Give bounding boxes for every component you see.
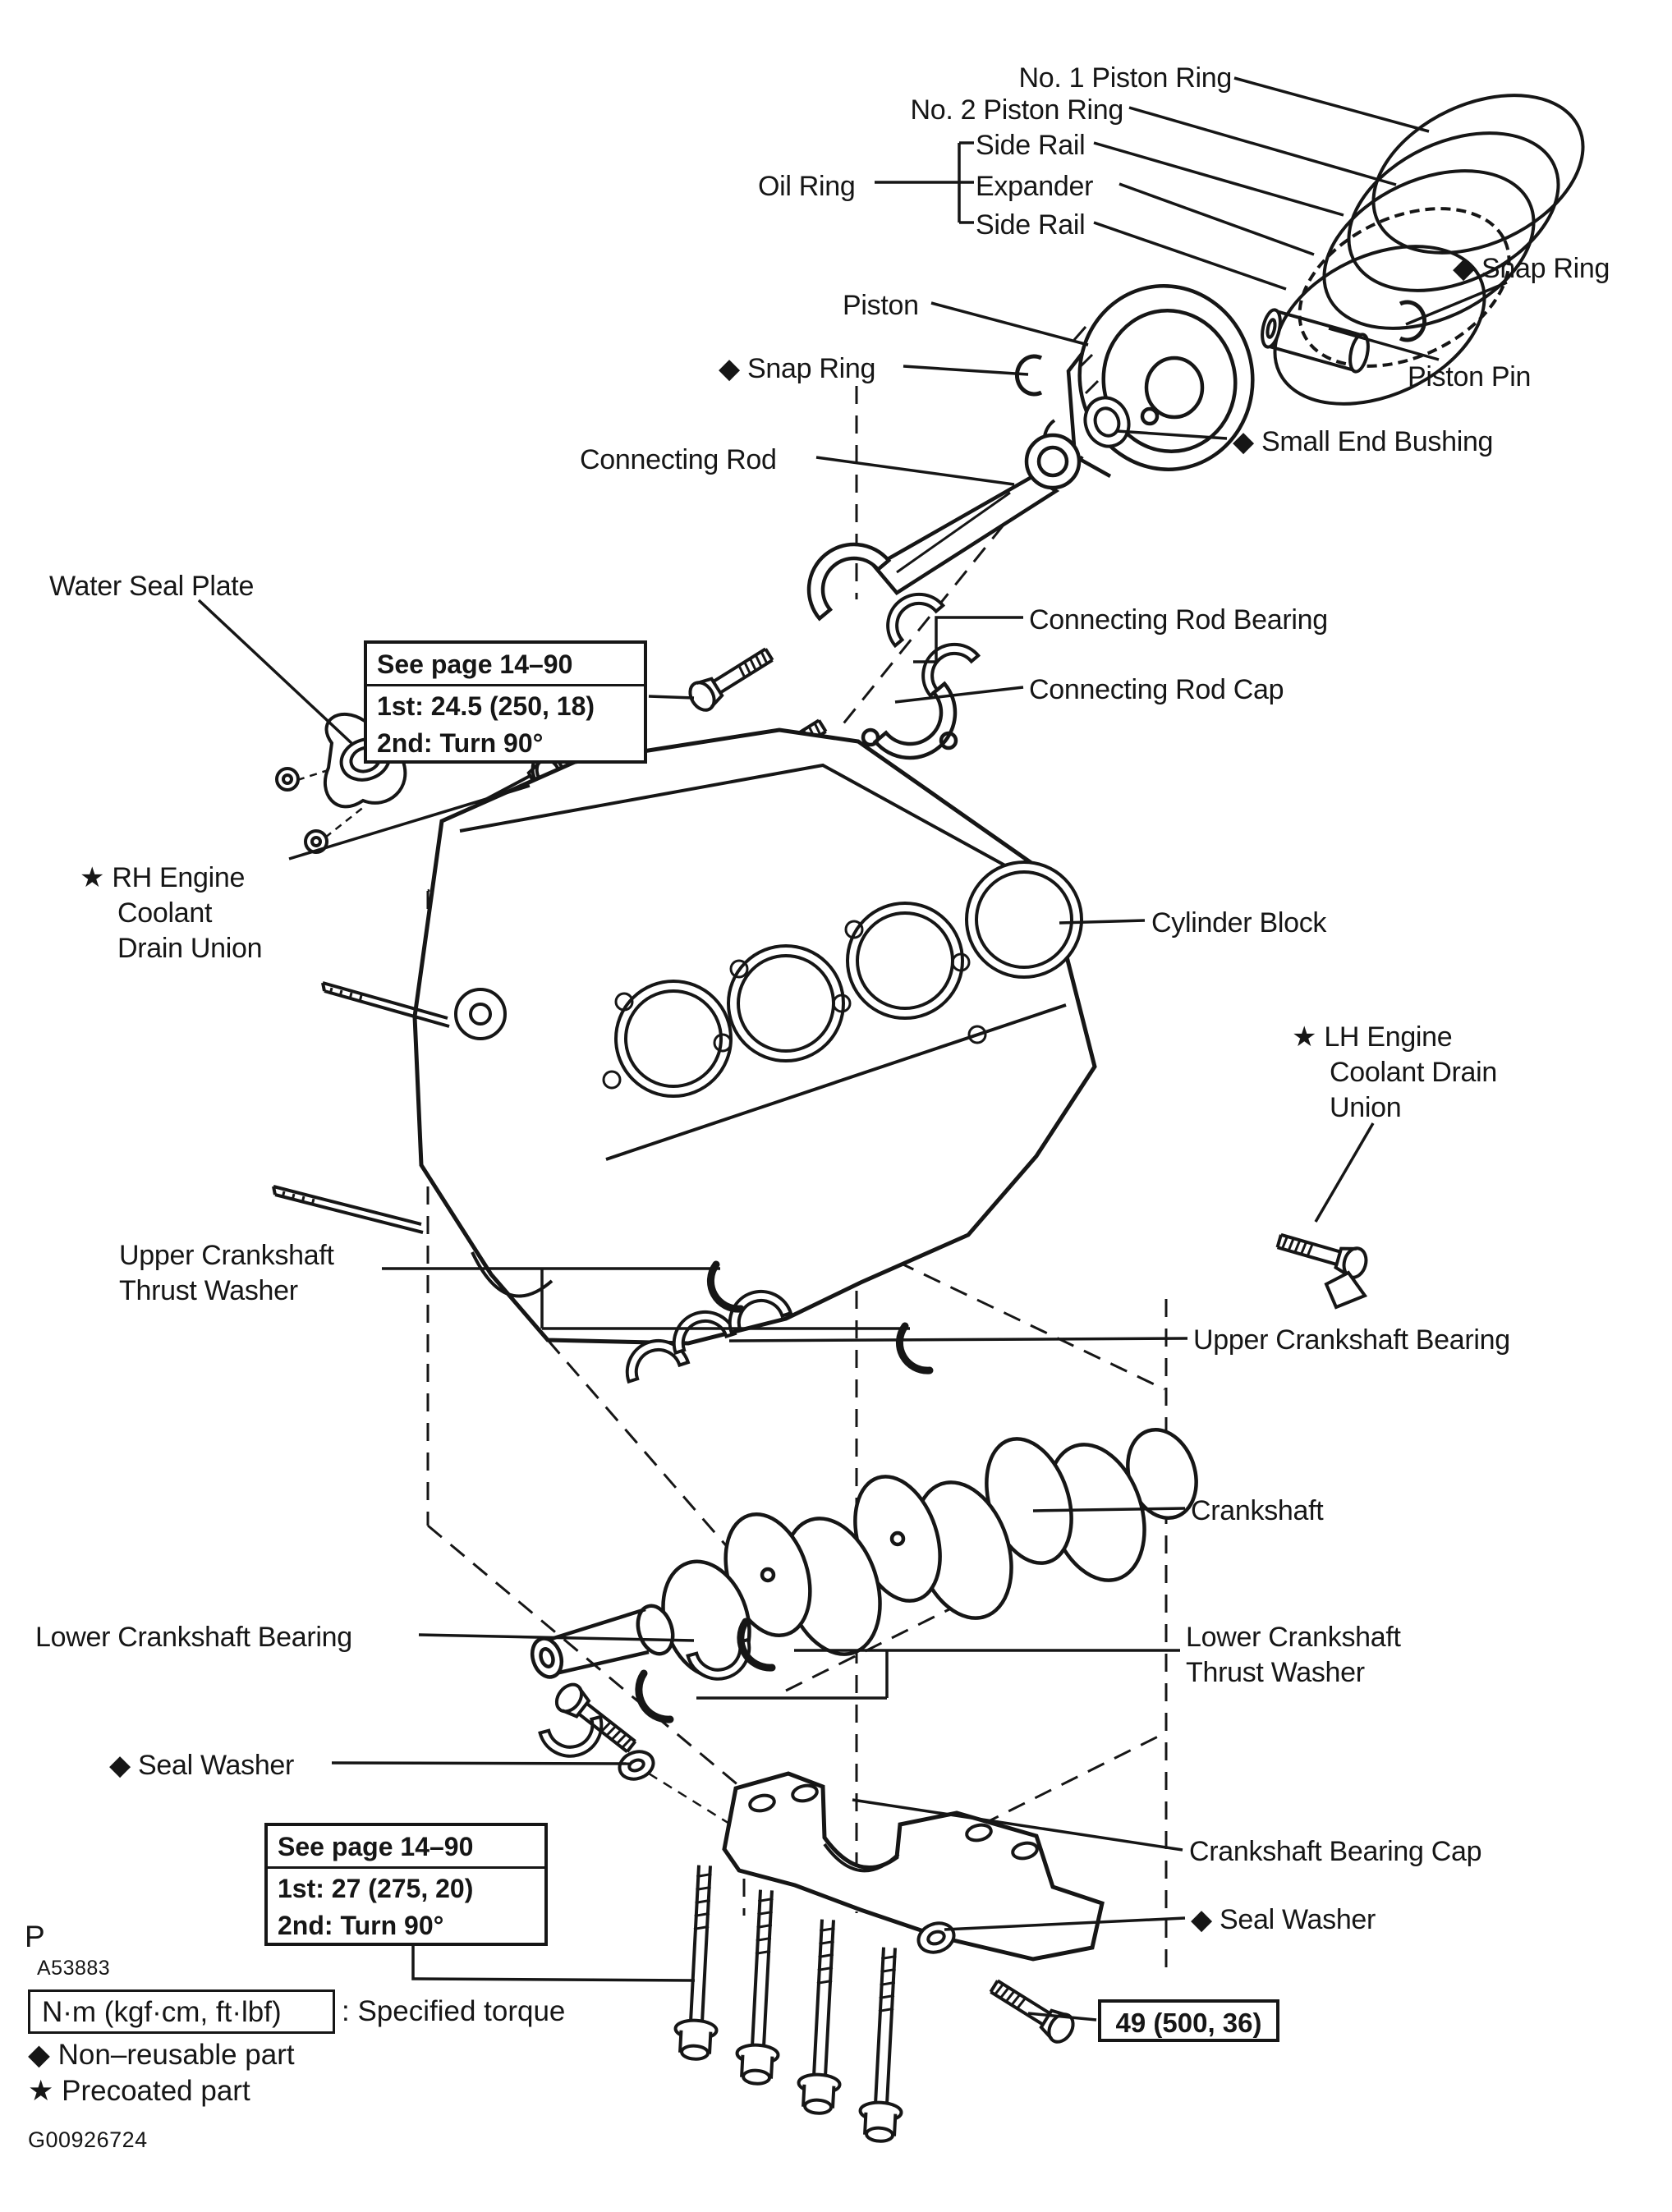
label-side-rail-upper: Side Rail (976, 130, 1086, 161)
oil-ring-bracket (875, 141, 974, 224)
legend-torque-note: : Specified torque (342, 1995, 566, 2027)
margin-letter: P (25, 1920, 45, 1953)
label-lower-crankshaft-thrust-washer: Lower Crankshaft Thrust Washer (1186, 1622, 1401, 1688)
label-snap-ring-left: ◆ Snap Ring (719, 353, 876, 384)
legend-non-reusable-note: ◆ Non–reusable part (28, 2039, 295, 2071)
label-no1-piston-ring: No. 1 Piston Ring (1018, 62, 1233, 94)
label-seal-washer-left: ◆ Seal Washer (109, 1750, 295, 1781)
label-piston: Piston (843, 290, 919, 321)
label-snap-ring-right: ◆ Snap Ring (1453, 253, 1610, 284)
torque-box-connecting-rod-step1: 1st: 24.5 (250, 18) (377, 691, 595, 721)
label-expander: Expander (976, 171, 1094, 202)
upper-crankshaft-thrust-washers (706, 1260, 934, 1374)
label-oil-ring: Oil Ring (758, 171, 856, 202)
label-piston-pin: Piston Pin (1408, 361, 1532, 392)
snap-ring-right-part (1399, 300, 1426, 342)
legend-precoated-note: ★ Precoated part (28, 2075, 250, 2107)
lh-coolant-drain-union-part (1273, 1225, 1371, 1310)
upper-thrust-washer-bracket (382, 1267, 910, 1330)
snap-ring-icons (1015, 300, 1426, 397)
label-upper-crankshaft-bearing: Upper Crankshaft Bearing (1193, 1324, 1510, 1356)
torque-box-connecting-rod-step2: 2nd: Turn 90° (377, 728, 544, 758)
label-connecting-rod-bearing: Connecting Rod Bearing (1029, 604, 1328, 636)
label-lh-engine-coolant-drain-union: ★ LH Engine Coolant Drain Union (1292, 1021, 1497, 1123)
torque-box-bearing-cap-header: See page 14–90 (268, 1826, 544, 1869)
leader-lines (197, 76, 1508, 2022)
piston-pin (1261, 308, 1370, 374)
label-lower-crankshaft-bearing: Lower Crankshaft Bearing (35, 1622, 352, 1653)
label-rh-engine-coolant-drain-union: ★ RH Engine Coolant Drain Union (80, 862, 263, 964)
torque-box-union-bolt: 49 (500, 36) (1098, 1999, 1279, 2042)
piston-ring-set (1273, 94, 1585, 406)
lower-crankshaft-thrust-washers (635, 1618, 776, 1723)
connecting-rod-part (806, 433, 1082, 622)
label-small-end-bushing: ◆ Small End Bushing (1233, 426, 1494, 457)
torque-box-connecting-rod: See page 14–90 1st: 24.5 (250, 18) 2nd: … (364, 640, 647, 764)
snap-ring-left-part (1015, 354, 1043, 397)
torque-box-bearing-cap-step2: 2nd: Turn 90° (278, 1911, 444, 1940)
lower-thrust-washer-bracket (696, 1649, 1180, 1700)
crankshaft-part (530, 1428, 1198, 1679)
torque-box-bearing-cap-step1: 1st: 27 (275, 20) (278, 1874, 474, 1903)
torque-box-bearing-cap: See page 14–90 1st: 27 (275, 20) 2nd: Tu… (264, 1823, 548, 1946)
label-cylinder-block: Cylinder Block (1151, 907, 1327, 938)
cylinder-block-part (272, 727, 1097, 1346)
connecting-rod-cap-part (861, 681, 958, 760)
label-connecting-rod-cap: Connecting Rod Cap (1029, 674, 1284, 705)
figure-code: G00926724 (28, 2127, 148, 2152)
label-seal-washer-right: ◆ Seal Washer (1191, 1904, 1376, 1935)
plate-code: A53883 (37, 1957, 111, 1980)
label-side-rail-lower: Side Rail (976, 209, 1086, 241)
label-no2-piston-ring: No. 2 Piston Ring (910, 94, 1124, 126)
lower-crankshaft-bearings (538, 1637, 751, 1758)
connecting-rod-bearing-shells (886, 592, 981, 699)
label-water-seal-plate: Water Seal Plate (49, 571, 255, 602)
label-connecting-rod: Connecting Rod (580, 444, 777, 475)
label-crankshaft: Crankshaft (1191, 1495, 1324, 1526)
label-upper-crankshaft-thrust-washer: Upper Crankshaft Thrust Washer (119, 1240, 334, 1306)
legend-torque-unit-box: N·m (kgf·cm, ft·lbf) (28, 1989, 335, 2034)
label-crankshaft-bearing-cap: Crankshaft Bearing Cap (1189, 1836, 1482, 1867)
block-studs (272, 981, 450, 1234)
torque-box-connecting-rod-header: See page 14–90 (367, 644, 644, 686)
crankshaft-bearing-cap-part (722, 1771, 1105, 1962)
